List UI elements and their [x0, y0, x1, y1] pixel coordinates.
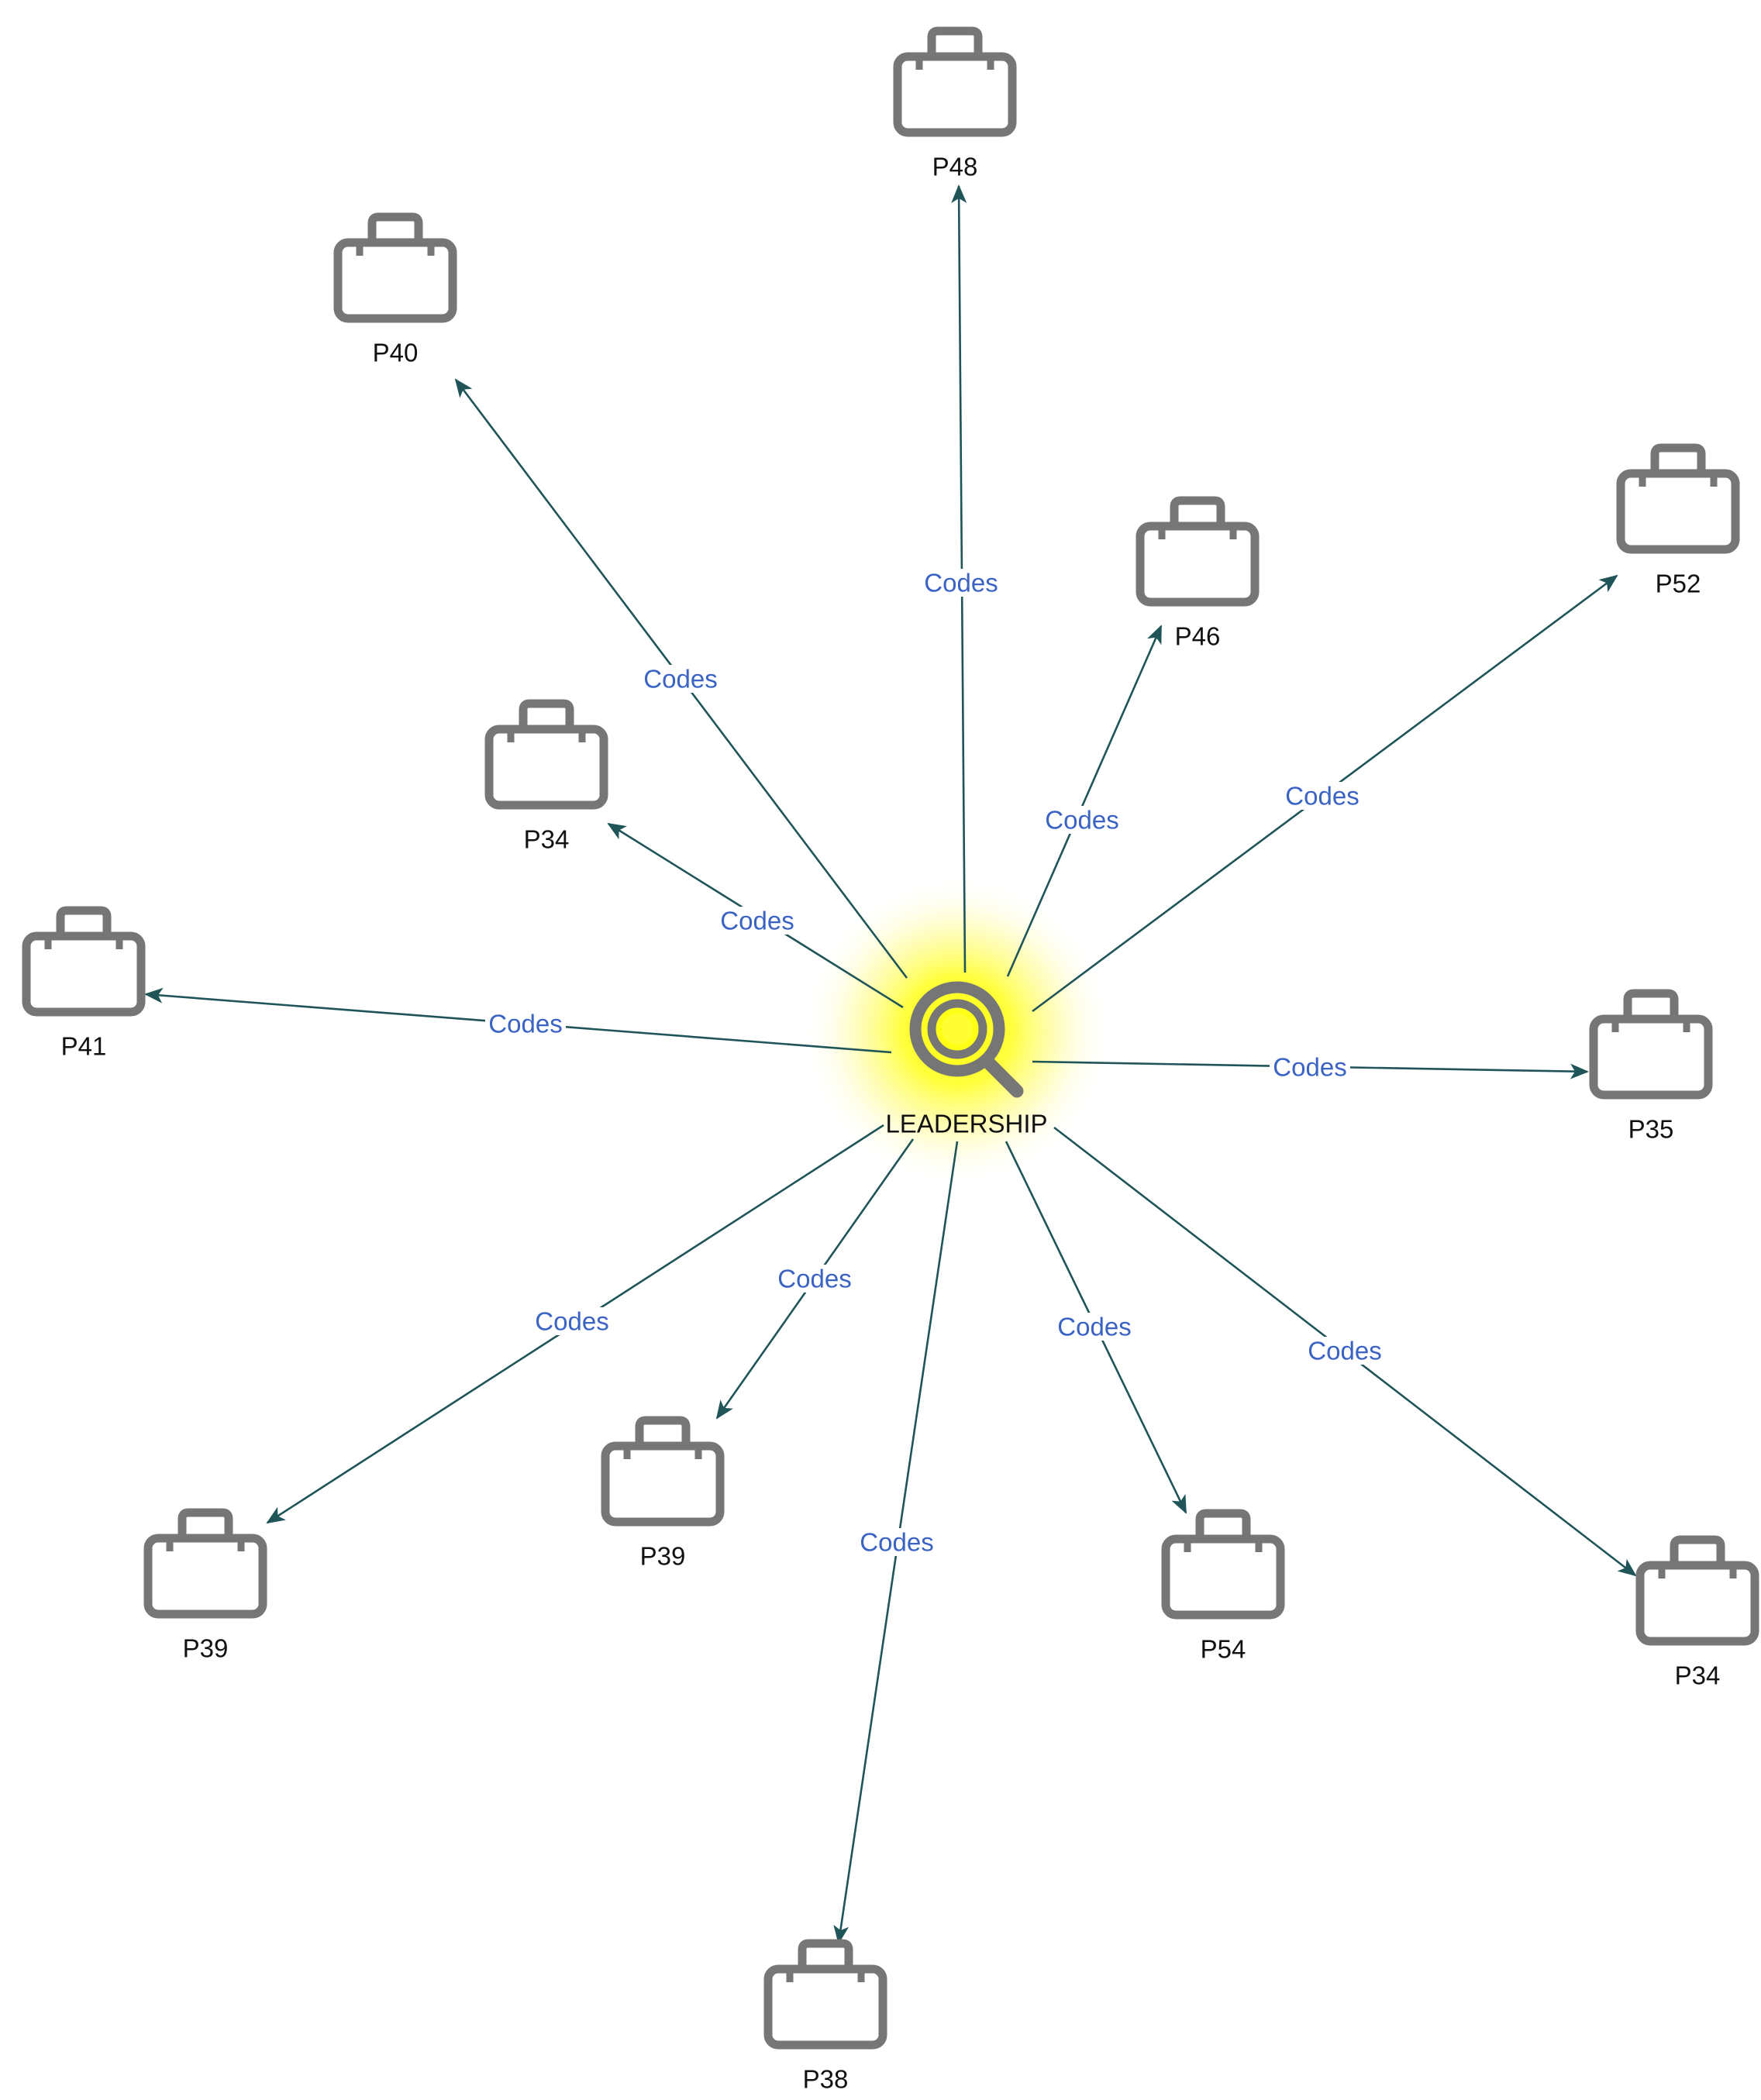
document-node-p48[interactable]: P48 [893, 26, 1017, 181]
edge-label-background [1282, 782, 1363, 810]
briefcase-icon [1589, 989, 1713, 1100]
document-node-p54[interactable]: P54 [1161, 1509, 1285, 1664]
document-node-p39a[interactable]: P39 [601, 1416, 725, 1571]
edge-label-text: Codes [535, 1307, 608, 1336]
edge-label-n-p41[interactable]: Codes [485, 1010, 566, 1038]
edge-label-background [640, 665, 721, 693]
document-node-p41[interactable]: P41 [22, 906, 146, 1061]
edge-label-text: Codes [488, 1010, 562, 1038]
edge-label-n-p35[interactable]: Codes [1270, 1053, 1350, 1082]
document-node-label: P34 [1675, 1661, 1721, 1690]
briefcase-icon [333, 212, 457, 323]
briefcase-icon [484, 699, 608, 810]
document-node-label: P54 [1201, 1635, 1246, 1664]
edge-label-text: Codes [1285, 782, 1359, 811]
briefcase-icon [763, 1939, 887, 2050]
edge-label-background [485, 1010, 566, 1038]
edge-label-background [774, 1265, 855, 1293]
edge-label-background [856, 1528, 937, 1556]
edge-label-text: Codes [1045, 806, 1118, 835]
document-node-label: P38 [803, 2065, 849, 2094]
edge-label-n-p34a[interactable]: Codes [717, 907, 798, 935]
edge-label-text: Codes [860, 1528, 933, 1557]
edge-label-background [1270, 1053, 1350, 1081]
edge-label-n-p39b[interactable]: Codes [532, 1307, 612, 1336]
edge-label-text: Codes [1308, 1337, 1381, 1365]
edge-labels-layer: CodesCodesCodesCodesCodesCodesCodesCodes… [485, 569, 1385, 1557]
document-node-label: P35 [1628, 1115, 1674, 1144]
edge-label-n-p46[interactable]: Codes [1042, 806, 1122, 835]
edge-label-n-p40[interactable]: Codes [640, 665, 721, 694]
briefcase-icon [1616, 443, 1740, 554]
edge-line-n-p46[interactable] [1006, 625, 1163, 977]
briefcase-icon [1635, 1535, 1759, 1646]
edge-label-background [532, 1307, 612, 1335]
briefcase-icon [893, 26, 1017, 137]
edge-label-text: Codes [643, 665, 717, 694]
briefcase-icon [143, 1508, 267, 1619]
document-node-label: P39 [640, 1542, 686, 1571]
edge-label-n-p48[interactable]: Codes [921, 569, 1001, 597]
briefcase-icon [22, 906, 146, 1017]
briefcase-icon [1136, 496, 1260, 607]
edge-label-background [717, 907, 798, 935]
edge-label-background [1042, 806, 1122, 834]
document-node-p34a[interactable]: P34 [484, 699, 608, 854]
document-node-label: P46 [1175, 622, 1221, 651]
edge-label-n-p34b[interactable]: Codes [1304, 1337, 1385, 1365]
document-node-p39b[interactable]: P39 [143, 1508, 267, 1663]
document-node-label: P40 [373, 339, 419, 367]
edge-label-text: Codes [1057, 1313, 1131, 1341]
document-node-label: P41 [61, 1032, 107, 1061]
document-node-p40[interactable]: P40 [333, 212, 457, 367]
edge-label-text: Codes [924, 569, 998, 597]
center-node-leadership[interactable]: LEADERSHIP [885, 981, 1048, 1138]
edge-label-text: Codes [1273, 1053, 1346, 1082]
edge-label-n-p39a[interactable]: Codes [774, 1265, 855, 1293]
document-node-p46[interactable]: P46 [1136, 496, 1260, 651]
edge-label-n-p52[interactable]: Codes [1282, 782, 1363, 811]
document-node-label: P48 [932, 153, 978, 181]
document-node-label: P34 [524, 825, 570, 854]
edge-label-n-p54[interactable]: Codes [1054, 1313, 1135, 1341]
document-node-p52[interactable]: P52 [1616, 443, 1740, 598]
edge-label-text: Codes [720, 907, 794, 935]
edge-label-n-p38[interactable]: Codes [856, 1528, 937, 1557]
document-node-p38[interactable]: P38 [763, 1939, 887, 2094]
edge-label-text: Codes [777, 1265, 851, 1293]
document-node-label: P52 [1656, 570, 1701, 598]
briefcase-icon [601, 1416, 725, 1527]
document-node-label: P39 [183, 1634, 229, 1663]
document-node-p34b[interactable]: P34 [1635, 1535, 1759, 1690]
document-node-p35[interactable]: P35 [1589, 989, 1713, 1144]
briefcase-icon [1161, 1509, 1285, 1620]
edge-label-background [921, 569, 1001, 597]
center-node-label: LEADERSHIP [885, 1110, 1047, 1138]
edge-label-background [1304, 1337, 1385, 1365]
edge-label-background [1054, 1313, 1135, 1341]
magnifier-target-icon [909, 981, 1024, 1098]
